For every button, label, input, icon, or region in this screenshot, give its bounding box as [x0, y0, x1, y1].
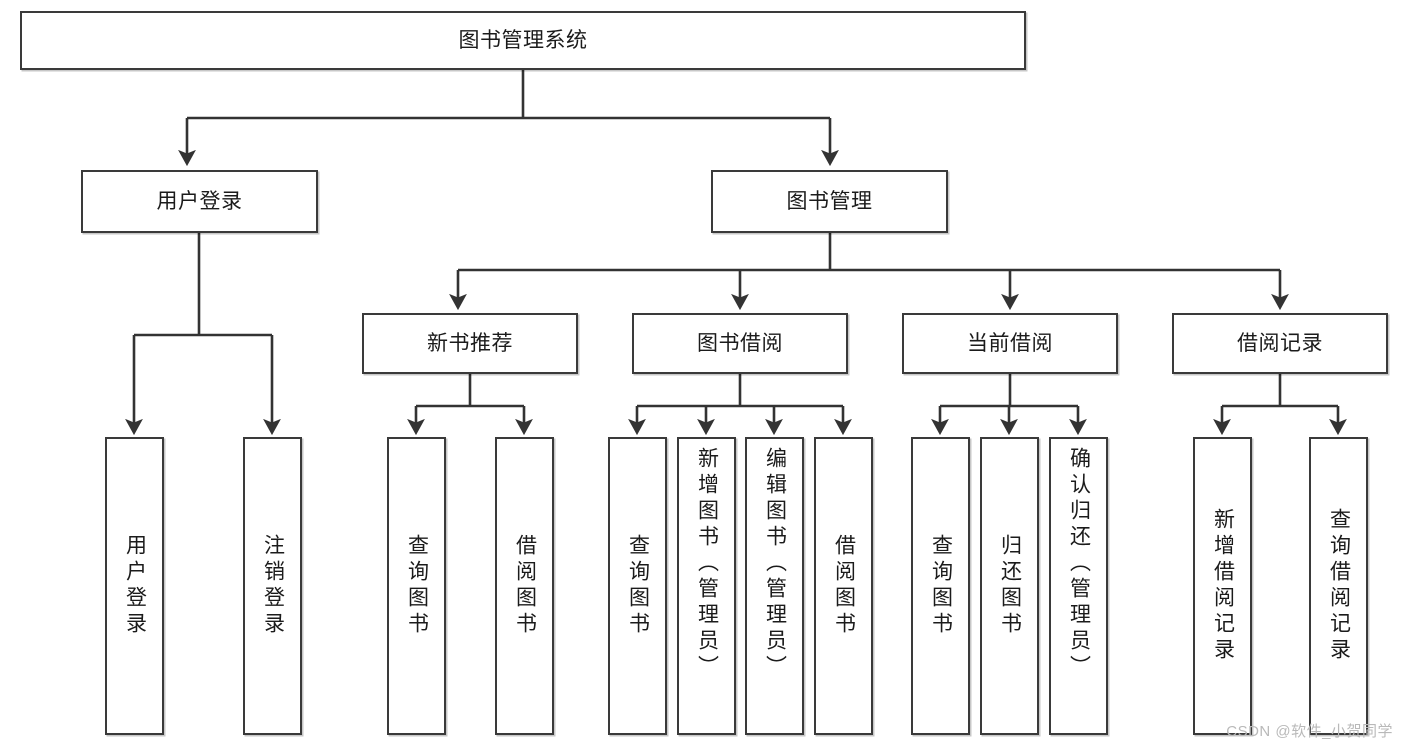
node-leaf-query-book-2-label: 查询图书 — [626, 534, 650, 638]
node-leaf-query-book-3[interactable]: 查询图书 — [911, 437, 970, 735]
node-borrow-record[interactable]: 借阅记录 — [1172, 313, 1388, 374]
node-user-login[interactable]: 用户登录 — [81, 170, 318, 233]
node-current-borrow[interactable]: 当前借阅 — [902, 313, 1118, 374]
node-new-book-rec-label: 新书推荐 — [427, 331, 513, 355]
node-leaf-add-record-label: 新增借阅记录 — [1211, 508, 1235, 664]
node-leaf-user-logout[interactable]: 注销登录 — [243, 437, 302, 735]
node-leaf-user-login-label: 用户登录 — [123, 534, 147, 638]
node-leaf-query-book-3-label: 查询图书 — [929, 534, 953, 638]
node-leaf-user-logout-label: 注销登录 — [261, 534, 285, 638]
node-leaf-borrow-book-1-label: 借阅图书 — [513, 534, 537, 638]
node-leaf-borrow-book-1[interactable]: 借阅图书 — [495, 437, 554, 735]
node-leaf-query-book-1-label: 查询图书 — [405, 534, 429, 638]
node-leaf-user-login[interactable]: 用户登录 — [105, 437, 164, 735]
node-leaf-return-book[interactable]: 归还图书 — [980, 437, 1039, 735]
node-leaf-confirm-return-label: 确认归还（管理员） — [1067, 447, 1091, 681]
node-book-borrow-label: 图书借阅 — [697, 331, 783, 355]
node-leaf-borrow-book-2-label: 借阅图书 — [832, 534, 856, 638]
watermark-text: CSDN @软件_小贺同学 — [1226, 723, 1393, 740]
node-leaf-confirm-return[interactable]: 确认归还（管理员） — [1049, 437, 1108, 735]
node-current-borrow-label: 当前借阅 — [967, 331, 1053, 355]
node-new-book-rec[interactable]: 新书推荐 — [362, 313, 578, 374]
node-leaf-edit-book-label: 编辑图书（管理员） — [763, 447, 787, 681]
node-leaf-add-record[interactable]: 新增借阅记录 — [1193, 437, 1252, 735]
node-book-manage-label: 图书管理 — [786, 189, 873, 213]
node-root[interactable]: 图书管理系统 — [20, 11, 1026, 70]
node-user-login-label: 用户登录 — [156, 189, 243, 213]
node-root-label: 图书管理系统 — [458, 28, 588, 52]
node-leaf-borrow-book-2[interactable]: 借阅图书 — [814, 437, 873, 735]
node-book-borrow[interactable]: 图书借阅 — [632, 313, 848, 374]
node-leaf-add-book[interactable]: 新增图书（管理员） — [677, 437, 736, 735]
node-leaf-query-book-2[interactable]: 查询图书 — [608, 437, 667, 735]
node-leaf-query-book-1[interactable]: 查询图书 — [387, 437, 446, 735]
node-leaf-return-book-label: 归还图书 — [998, 534, 1022, 638]
node-leaf-add-book-label: 新增图书（管理员） — [695, 447, 719, 681]
node-leaf-query-record-label: 查询借阅记录 — [1327, 508, 1351, 664]
node-book-manage[interactable]: 图书管理 — [711, 170, 948, 233]
node-borrow-record-label: 借阅记录 — [1237, 331, 1323, 355]
node-leaf-query-record[interactable]: 查询借阅记录 — [1309, 437, 1368, 735]
node-leaf-edit-book[interactable]: 编辑图书（管理员） — [745, 437, 804, 735]
